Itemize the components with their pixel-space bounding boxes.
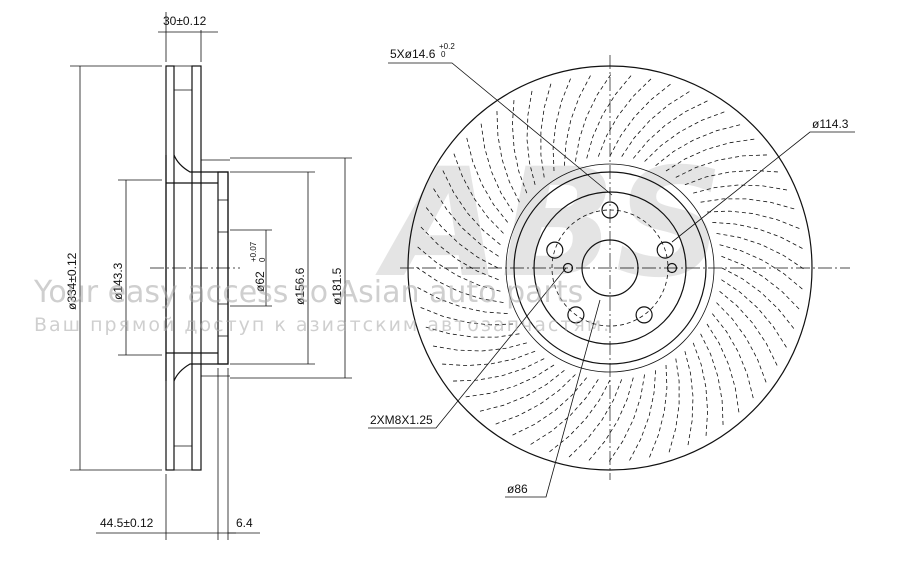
vane <box>692 342 709 437</box>
leader-pilot <box>505 299 601 498</box>
vane <box>432 187 499 257</box>
vane <box>700 198 796 210</box>
vane <box>526 90 536 185</box>
vane <box>706 210 801 230</box>
vane <box>700 333 724 426</box>
vane <box>511 99 528 194</box>
bolt-hole <box>567 306 585 324</box>
dim-bore-tol-lower: 0 <box>258 257 267 262</box>
dim-bore-diameter: ø62 <box>253 271 267 292</box>
vane <box>719 290 778 367</box>
vane <box>540 82 552 178</box>
leader-bolt-holes <box>388 62 613 196</box>
vane <box>425 206 499 269</box>
bolt-hole <box>546 241 564 259</box>
vane <box>511 377 588 436</box>
vane <box>466 137 509 223</box>
vane <box>665 138 755 172</box>
vane <box>424 326 520 338</box>
label-threaded-holes: 2XM8X1.25 <box>370 413 433 427</box>
vane <box>668 358 680 454</box>
dim-pcd-outer: ø181.5 <box>330 267 344 305</box>
vane <box>432 342 527 352</box>
vane <box>609 83 672 157</box>
vane <box>480 123 514 213</box>
vane <box>548 379 611 453</box>
vane <box>442 169 501 246</box>
leader-pcd <box>671 131 855 243</box>
vane <box>721 279 788 349</box>
vane <box>684 351 694 446</box>
vane <box>453 152 504 234</box>
vane <box>588 377 634 462</box>
vane <box>719 244 804 290</box>
vane <box>644 111 726 162</box>
vane <box>655 124 741 167</box>
side-view: 30±0.12 ø334±0.12 ø143.3 ø62 +0.07 0 ø15… <box>65 12 352 540</box>
bolt-holes <box>546 201 678 324</box>
vane <box>706 323 740 413</box>
dim-hat-thickness: 6.4 <box>236 516 253 530</box>
vane <box>575 73 612 162</box>
bolt-hole <box>635 306 653 324</box>
vane <box>597 78 652 157</box>
label-bolt-holes: 5Xø14.6 <box>390 47 436 61</box>
vane <box>416 286 508 314</box>
bolt-hole <box>656 241 674 259</box>
vane <box>568 379 623 458</box>
label-pilot-diameter: ø86 <box>507 482 528 496</box>
vane <box>721 267 795 330</box>
vane <box>479 369 565 412</box>
vane <box>721 255 800 310</box>
vane <box>419 306 514 326</box>
front-view: 5Xø14.6 +0.2 0 ø114.3 2XM8X1.25 ø86 <box>368 42 855 498</box>
vane <box>529 379 599 446</box>
vane <box>586 74 632 159</box>
cooling-vanes <box>415 73 805 463</box>
vane <box>711 313 754 399</box>
label-bolt-holes-tol-lower: 0 <box>441 50 446 59</box>
watermark-logo-text: ABS <box>375 137 723 311</box>
dim-hub-diameter: ø156.6 <box>293 267 307 305</box>
vane <box>648 364 668 459</box>
watermark-logo: ABS <box>375 137 723 311</box>
dim-outer-diameter: ø334±0.12 <box>65 252 79 310</box>
vane <box>452 358 545 382</box>
vane <box>716 233 805 270</box>
leader-threaded <box>368 267 567 429</box>
dim-bore-tol-upper: +0.07 <box>249 241 258 262</box>
vane <box>621 90 691 157</box>
vane <box>465 364 555 398</box>
vane <box>608 374 645 463</box>
label-bolt-holes-tol-upper: +0.2 <box>439 42 455 51</box>
vane <box>632 100 709 159</box>
vane <box>693 184 788 194</box>
vane <box>441 350 536 367</box>
vane <box>716 302 767 384</box>
label-pcd: ø114.3 <box>812 117 849 131</box>
vane <box>415 266 504 303</box>
vane <box>628 370 656 462</box>
watermark-line-1: Your easy access to Asian auto parts <box>33 275 583 310</box>
vane <box>552 77 572 172</box>
dim-hat-diameter: ø143.3 <box>111 262 125 300</box>
vane <box>684 169 779 186</box>
vane <box>496 110 520 203</box>
dim-thickness: 30±0.12 <box>163 14 207 28</box>
vane <box>416 246 501 292</box>
vane <box>420 226 499 281</box>
watermark-line-2: Ваш прямой доступ к азиатским автозапчас… <box>34 314 611 336</box>
dim-height: 44.5±0.12 <box>100 516 154 530</box>
vane <box>675 154 768 178</box>
vane <box>712 222 804 250</box>
vane <box>564 74 592 166</box>
vane <box>494 374 576 425</box>
